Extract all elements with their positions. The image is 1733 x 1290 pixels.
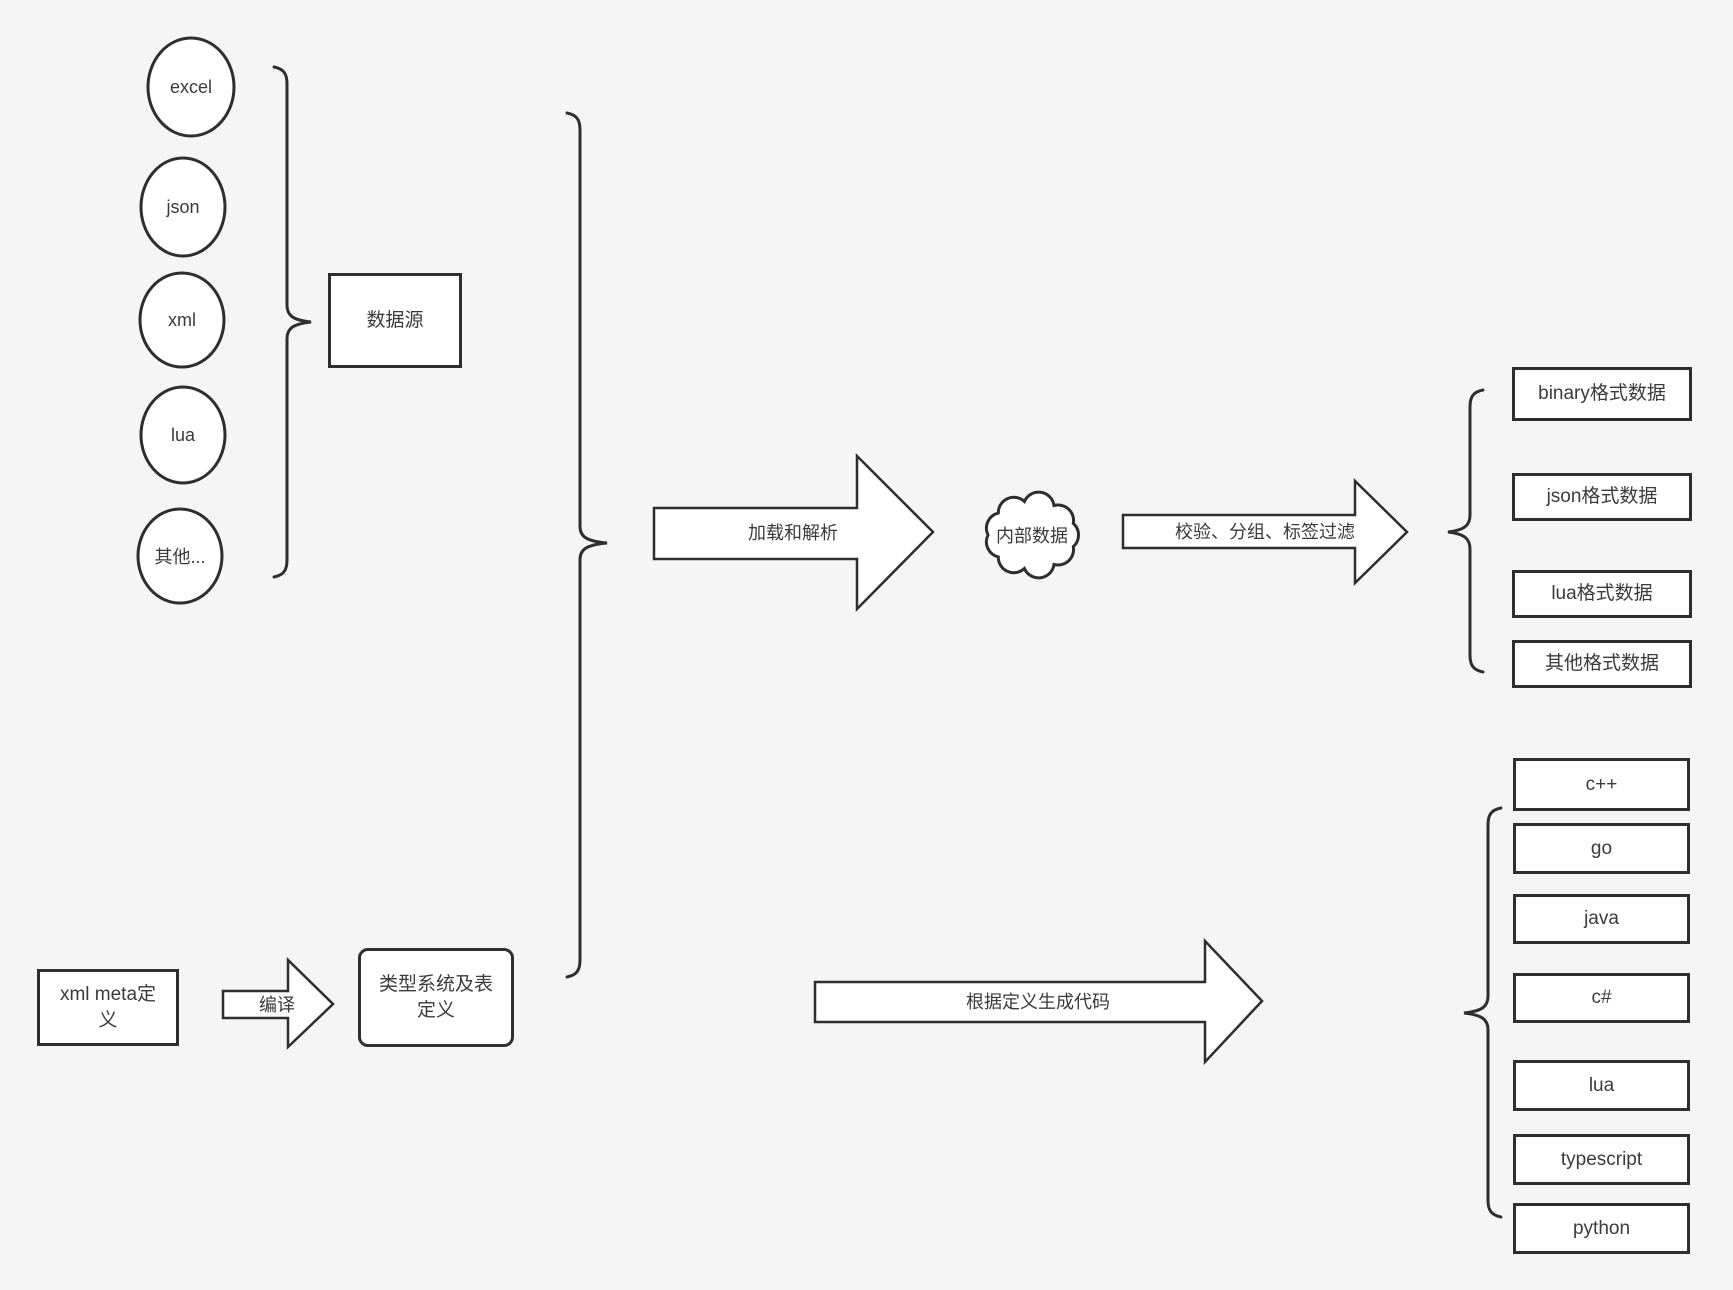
format-box-binary-label: binary格式数据: [1538, 383, 1666, 405]
source-ellipse-excel: [146, 36, 236, 138]
load-parse-arrow: [652, 452, 935, 613]
language-box-java-label: java: [1584, 908, 1619, 930]
language-box-typescript: typescript: [1513, 1134, 1690, 1185]
language-box-go-label: go: [1590, 837, 1613, 859]
type-system-box: 类型系统及表定义: [358, 948, 514, 1047]
xml-meta-box-label: xml meta定义: [59, 983, 157, 1031]
language-box-go: go: [1513, 823, 1690, 874]
language-box-lua-label: lua: [1588, 1074, 1615, 1096]
languages-brace: [1463, 806, 1503, 1219]
format-box-other: 其他格式数据: [1512, 640, 1692, 688]
language-box-cpp-label: c++: [1585, 773, 1618, 795]
language-box-python-label: python: [1572, 1217, 1631, 1239]
source-ellipse-json: [139, 156, 227, 258]
language-box-csharp-label: c#: [1591, 987, 1612, 1009]
compile-arrow: [221, 957, 335, 1050]
format-box-other-label: 其他格式数据: [1544, 653, 1659, 675]
main-brace: [565, 111, 608, 979]
format-box-json-label: json格式数据: [1546, 486, 1658, 508]
language-box-python: python: [1513, 1203, 1690, 1254]
source-ellipse-xml: [138, 271, 226, 369]
language-box-java: java: [1513, 894, 1690, 944]
language-box-cpp: c++: [1513, 758, 1690, 811]
language-box-typescript-label: typescript: [1560, 1148, 1643, 1170]
type-system-box-label: 类型系统及表定义: [378, 973, 493, 1021]
format-outputs-brace: [1447, 388, 1485, 674]
format-box-lua: lua格式数据: [1512, 570, 1692, 618]
internal-data-cloud: [984, 490, 1081, 580]
datasource-box: 数据源: [328, 273, 462, 368]
filter-arrow: [1121, 478, 1409, 586]
datasource-box-label: 数据源: [366, 309, 424, 331]
format-box-binary: binary格式数据: [1512, 367, 1692, 421]
codegen-arrow: [813, 937, 1264, 1066]
format-box-lua-label: lua格式数据: [1551, 583, 1653, 605]
format-box-json: json格式数据: [1512, 473, 1692, 521]
source-ellipse-other: [136, 507, 224, 605]
language-box-csharp: c#: [1513, 973, 1690, 1023]
language-box-lua: lua: [1513, 1060, 1690, 1111]
source-ellipse-lua: [139, 385, 227, 485]
xml-meta-box: xml meta定义: [37, 969, 179, 1046]
sources-brace: [272, 65, 312, 579]
